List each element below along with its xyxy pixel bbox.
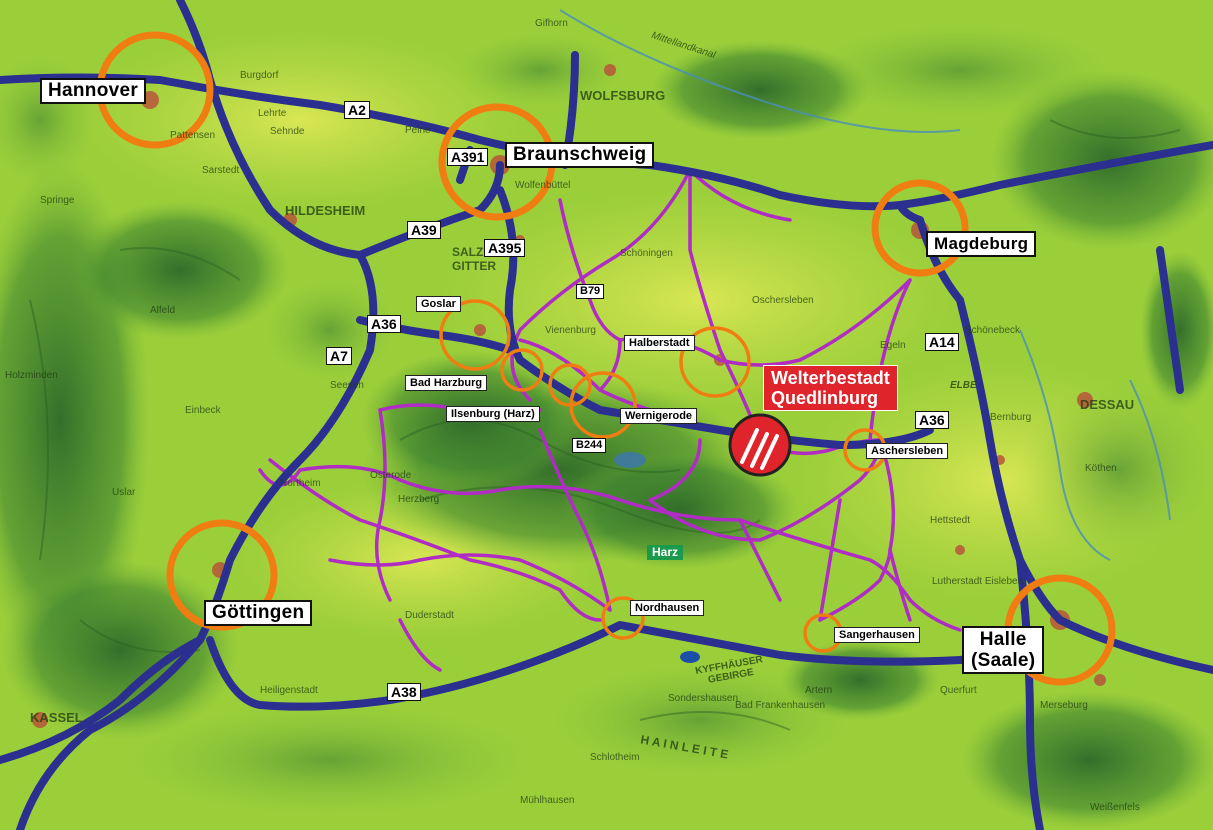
label-vienenburg: Vienenburg xyxy=(545,325,596,336)
label-burgdorf: Burgdorf xyxy=(240,70,279,81)
label-duderstadt: Duderstadt xyxy=(405,610,454,621)
label-lehrte: Lehrte xyxy=(258,108,287,119)
label-springe: Springe xyxy=(40,195,75,206)
city-label-halle[interactable]: Halle (Saale) xyxy=(962,626,1045,674)
town-label-nordhausen[interactable]: Nordhausen xyxy=(630,600,705,616)
label-hettstedt: Hettstedt xyxy=(930,515,971,526)
road-label-a395: A395 xyxy=(484,239,526,257)
town-label-sangerhausen[interactable]: Sangerhausen xyxy=(834,627,920,643)
label-wolfenbuettel: Wolfenbüttel xyxy=(515,180,571,191)
label-peine: Peine xyxy=(405,125,431,136)
label-heiligenstadt: Heiligenstadt xyxy=(260,685,318,696)
federal-roads xyxy=(258,168,962,672)
label-oschersleben: Oschersleben xyxy=(752,295,814,306)
city-label-hannover[interactable]: Hannover xyxy=(40,78,147,104)
town-label-ilsenburg[interactable]: Ilsenburg (Harz) xyxy=(446,406,540,422)
label-kassel: KASSEL xyxy=(30,710,83,725)
label-wolfsburg: WOLFSBURG xyxy=(580,88,666,103)
road-label-a391: A391 xyxy=(447,148,489,166)
label-bernburg: Bernburg xyxy=(990,412,1032,423)
label-sondershausen: Sondershausen xyxy=(668,693,739,704)
label-bad-frankenhausen: Bad Frankenhausen xyxy=(735,700,826,711)
label-dessau: DESSAU xyxy=(1080,397,1135,412)
label-schlotheim: Schlotheim xyxy=(590,752,640,763)
label-koethen: Köthen xyxy=(1085,463,1117,474)
road-label-a36-east: A36 xyxy=(915,411,949,429)
label-pattensen: Pattensen xyxy=(170,130,216,141)
road-label-a39: A39 xyxy=(407,221,441,239)
label-salzgitter: SALZ GITTER xyxy=(452,245,496,273)
road-label-a2: A2 xyxy=(344,101,370,119)
label-sarstedt: Sarstedt xyxy=(202,165,240,176)
label-northeim: Northeim xyxy=(280,478,321,489)
mountain-shading xyxy=(0,20,1213,830)
ridge-lines xyxy=(29,119,1181,731)
label-merseburg: Merseburg xyxy=(1040,700,1088,711)
destination-label-quedlinburg[interactable]: Welterbestadt Quedlinburg xyxy=(763,365,898,411)
label-eisleben: Lutherstadt Eisleben xyxy=(932,576,1024,587)
label-schoenebeck: Schönebeck xyxy=(965,325,1021,336)
road-label-a36-west: A36 xyxy=(367,315,401,333)
label-weissenfels: Weißenfels xyxy=(1090,802,1140,813)
town-label-wernigerode[interactable]: Wernigerode xyxy=(620,408,698,424)
label-querfurt: Querfurt xyxy=(940,685,977,696)
label-seesen: Seesen xyxy=(330,380,364,391)
label-elbe: ELBE xyxy=(950,380,977,391)
town-label-bad-harzburg[interactable]: Bad Harzburg xyxy=(405,375,488,391)
reservoir xyxy=(680,651,700,663)
road-label-b79: B79 xyxy=(576,284,605,299)
label-artern: Artern xyxy=(805,685,833,696)
city-label-magdeburg[interactable]: Magdeburg xyxy=(926,231,1037,257)
label-osterode: Osterode xyxy=(370,470,412,481)
road-label-a7: A7 xyxy=(326,347,352,365)
destination-line1: Welterbestadt xyxy=(771,368,890,388)
road-label-b244: B244 xyxy=(572,438,607,453)
waterways xyxy=(559,9,1171,561)
road-label-a14: A14 xyxy=(925,333,959,351)
town-label-aschersleben[interactable]: Aschersleben xyxy=(866,443,949,459)
city-label-halle-line1: Halle xyxy=(979,629,1027,650)
label-sehnde: Sehnde xyxy=(270,126,305,137)
city-label-braunschweig[interactable]: Braunschweig xyxy=(505,142,655,168)
city-label-halle-line2: (Saale) xyxy=(971,650,1036,671)
town-label-halberstadt[interactable]: Halberstadt xyxy=(624,335,695,351)
label-gifhorn: Gifhorn xyxy=(535,18,568,29)
road-label-a38: A38 xyxy=(387,683,421,701)
label-alfeld: Alfeld xyxy=(150,305,176,316)
label-schoeningen: Schöningen xyxy=(620,248,673,259)
label-holzminden: Holzminden xyxy=(5,370,58,381)
region-label-harz: Harz xyxy=(647,545,684,560)
label-einbeck: Einbeck xyxy=(185,405,221,416)
label-muehlhausen: Mühlhausen xyxy=(520,795,575,806)
destination-line2: Quedlinburg xyxy=(771,388,878,408)
label-egeln: Egeln xyxy=(880,340,906,351)
destination-marker xyxy=(728,413,792,477)
label-hildesheim: HILDESHEIM xyxy=(285,203,366,218)
label-uslar: Uslar xyxy=(112,487,136,498)
label-herzberg: Herzberg xyxy=(398,494,440,505)
city-label-goettingen[interactable]: Göttingen xyxy=(204,600,313,626)
town-label-goslar[interactable]: Goslar xyxy=(416,296,461,312)
